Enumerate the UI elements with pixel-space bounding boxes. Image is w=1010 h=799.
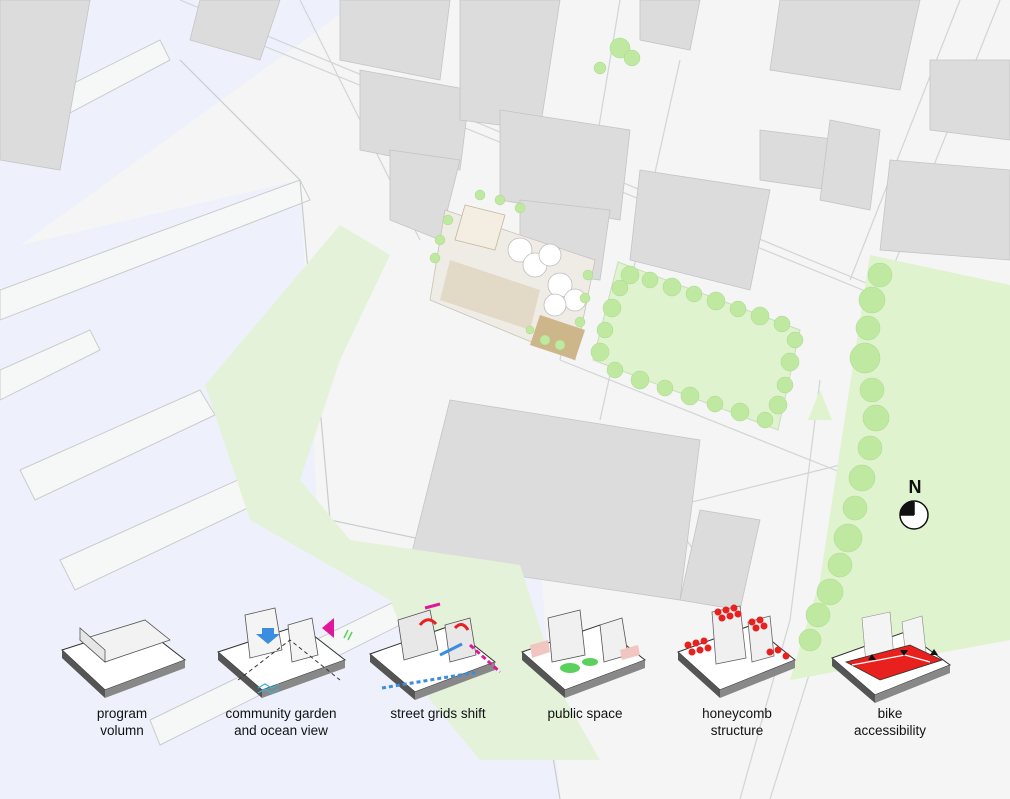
diagram-honeycomb (677, 604, 796, 698)
caption-program-volumn: program volumn (52, 705, 192, 739)
north-label: N (908, 477, 922, 497)
caption-line: and ocean view (234, 723, 328, 738)
building (769, 0, 921, 91)
north-arrow: N (895, 478, 935, 496)
pier-3 (0, 329, 101, 401)
diagram-program-volumn (61, 619, 187, 698)
caption-line: public space (547, 706, 623, 721)
diagram-bike-accessibility (831, 611, 952, 703)
building (459, 0, 561, 131)
triangle-park (808, 390, 832, 420)
caption-line: structure (710, 723, 764, 738)
building (499, 109, 631, 221)
caption-line: accessibility (853, 723, 927, 738)
building (339, 0, 451, 81)
caption-community-garden: community garden and ocean view (211, 705, 351, 739)
diagram-community-garden (217, 607, 353, 698)
building (359, 69, 471, 171)
pier-2 (0, 179, 311, 321)
building (639, 0, 701, 51)
caption-line: bike (877, 706, 903, 721)
caption-honeycomb: honeycomb structure (667, 705, 807, 739)
caption-street-grids: street grids shift (368, 705, 508, 722)
building (819, 119, 881, 211)
tree-line (798, 262, 893, 652)
diagram-public-space (521, 609, 647, 698)
caption-line: community garden (225, 706, 337, 721)
building (189, 0, 281, 61)
water-area (0, 0, 360, 260)
caption-line: volumn (100, 723, 144, 738)
north-arrow-icon (899, 500, 929, 530)
building (679, 509, 761, 611)
project-site (429, 189, 596, 361)
green-corridor (205, 225, 600, 760)
caption-line: honeycomb (702, 706, 772, 721)
building (0, 0, 91, 171)
building (629, 169, 771, 291)
diagram-street-grids (369, 602, 502, 700)
tree-ring (590, 265, 804, 429)
street-trees (593, 37, 641, 75)
caption-line: street grids shift (390, 706, 486, 721)
building (879, 159, 1010, 261)
caption-bike-accessibility: bike accessibility (820, 705, 960, 739)
caption-line: program (96, 706, 148, 721)
caption-public-space: public space (515, 705, 655, 722)
building (929, 59, 1010, 141)
